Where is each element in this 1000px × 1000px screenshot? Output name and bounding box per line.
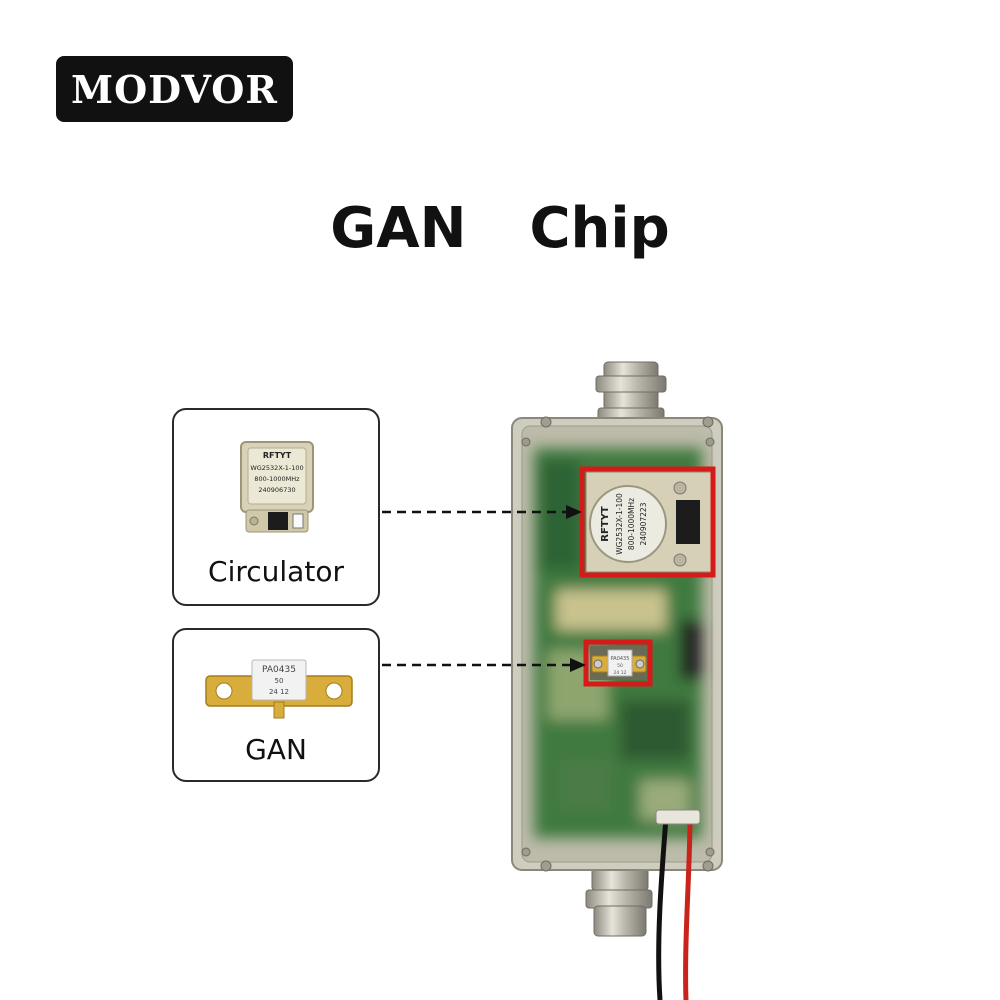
gan-line3-text: 24 12 xyxy=(269,688,289,696)
gan-highlight-box xyxy=(583,639,653,687)
callout-card-gan: PA0435 50 24 12 GAN xyxy=(172,628,380,782)
bottom-rf-connector xyxy=(585,861,653,937)
circ-brand-text: RFTYT xyxy=(263,451,292,460)
board-gan-line2: 50 xyxy=(617,663,623,669)
circ-serial-text: 240906730 xyxy=(258,486,295,494)
board-gan-model: PA0435 xyxy=(611,656,630,662)
board-circ-serial: 240907223 xyxy=(639,502,648,545)
callout-label-gan: GAN xyxy=(245,733,307,766)
brand-logo: MODVOR xyxy=(56,56,293,122)
circulator-pointer-arrow xyxy=(382,505,582,519)
board-circ-model: WG2532X-1-100 xyxy=(615,493,624,555)
page-title: GAN Chip xyxy=(330,196,670,261)
gan-pointer-arrow xyxy=(382,658,586,672)
gan-model-text: PA0435 xyxy=(262,665,296,675)
board-gan-line3: 24 12 xyxy=(614,670,627,676)
callout-label-circulator: Circulator xyxy=(208,555,344,588)
circ-model-text: WG2532X-1-100 xyxy=(250,464,303,472)
gan-chip-image: PA0435 50 24 12 xyxy=(205,659,353,719)
board-circ-freq: 800-1000MHz xyxy=(627,498,636,550)
board-gan-transistor: PA0435 50 24 12 xyxy=(590,646,648,680)
power-cables xyxy=(655,809,701,1000)
board-circulator: RFTYT WG2532X-1-100 800-1000MHz 24090722… xyxy=(585,471,713,573)
board-circ-brand: RFTYT xyxy=(600,506,611,542)
circulator-highlight-box xyxy=(579,466,716,578)
logo-text: MODVOR xyxy=(71,66,278,112)
callout-card-circulator: RFTYT WG2532X-1-100 800-1000MHz 24090673… xyxy=(172,408,380,606)
circulator-chip-image: RFTYT WG2532X-1-100 800-1000MHz 24090673… xyxy=(240,441,314,533)
gan-line2-text: 50 xyxy=(275,677,284,685)
circ-freq-text: 800-1000MHz xyxy=(254,475,300,483)
